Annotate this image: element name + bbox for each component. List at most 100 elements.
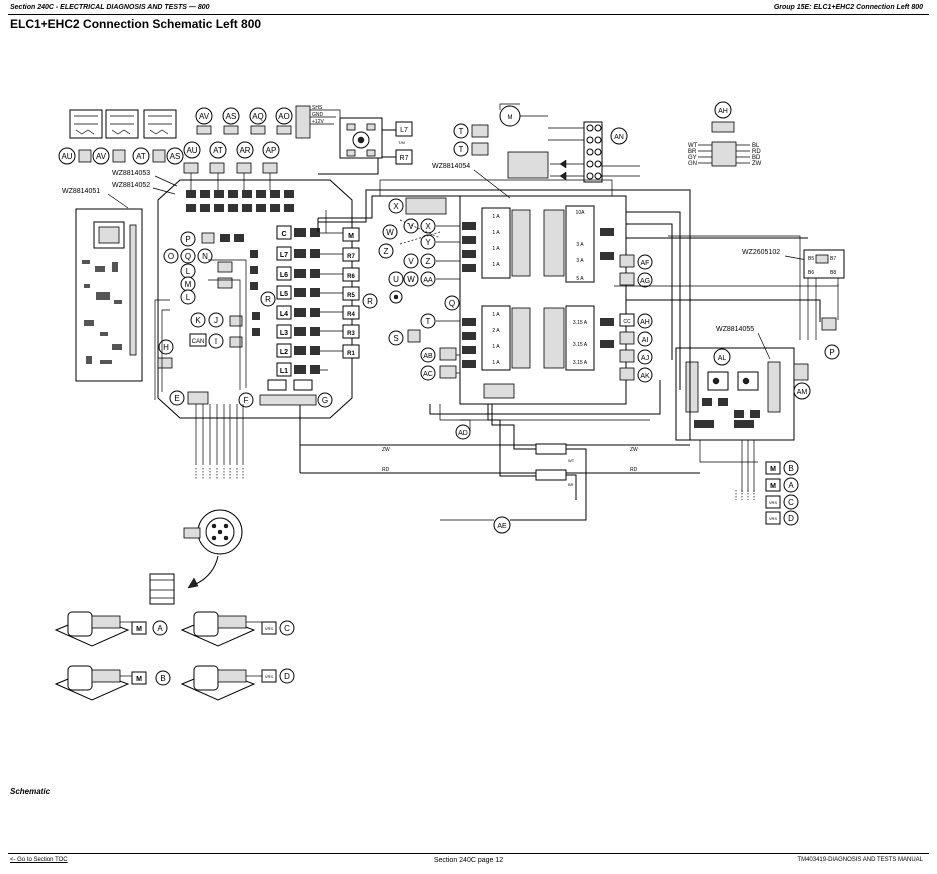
wire-id-wz8814054: WZ8814054	[432, 163, 470, 170]
label-b7: B7	[830, 256, 836, 262]
bubble-U: U	[393, 275, 399, 284]
bubble-AL: AL	[718, 355, 727, 362]
page-number: Section 240C page 12	[433, 857, 504, 864]
wz8814055-module: WZ8814055 AL A M	[675, 326, 811, 500]
bubble-O: O	[168, 252, 174, 261]
label-b8: B8	[830, 270, 836, 276]
bubble-Y: Y	[425, 238, 431, 247]
bubble-P-right: P	[829, 348, 834, 357]
ecu-terminals: C L7 L6 L5 L4 L3 L2 L1	[276, 225, 320, 377]
sensor-bubble-C: C	[788, 498, 794, 507]
terminal-L2: L2	[280, 349, 288, 356]
bubble-T-top1: T	[459, 127, 464, 136]
fuse-ul-1: 1 A	[492, 214, 500, 220]
color-wt: WT	[688, 143, 698, 149]
bubble-Z: Z	[384, 247, 389, 256]
relay-R4: R4	[347, 312, 355, 318]
relay-R7: R7	[347, 254, 355, 260]
bubble-AG: AG	[640, 278, 650, 285]
fuse-lr-3: 3.15 A	[573, 360, 588, 366]
harness-zw-1: ZW	[382, 447, 390, 453]
bubble-N: N	[202, 252, 208, 261]
bubble-H: H	[163, 343, 169, 352]
left-circuit-board: WZ8814051	[62, 188, 143, 382]
fuse-ul-4: 1 A	[492, 262, 500, 268]
sensor-label-m1: M	[770, 466, 776, 473]
bubble-V-2: V	[408, 257, 414, 266]
bubble-T-center: T	[426, 317, 431, 326]
label-can: CAN	[192, 339, 205, 345]
right-sensor-key: M B M A VRS C VRS D	[765, 460, 799, 526]
bubble-AA: AA	[423, 277, 433, 284]
bubble-S: S	[393, 334, 398, 343]
bubble-AS: AS	[226, 112, 237, 121]
wire-id-wz8814051: WZ8814051	[62, 188, 100, 195]
label-12v: +12V	[312, 119, 324, 125]
bubble-AU-l: AU	[61, 152, 72, 161]
wire-color-key: AH WT BR GY GN BL RD BD ZW	[688, 101, 762, 167]
wire-id-wz2605102: WZ2605102	[742, 249, 780, 256]
bubble-M: M	[185, 280, 192, 289]
bubble-W-2: W	[407, 275, 415, 284]
top-left-connectors	[69, 109, 177, 139]
bubble-Q-center: Q	[449, 299, 455, 308]
page-title: ELC1+EHC2 Connection Schematic Left 800	[10, 17, 262, 31]
bubble-K: K	[195, 316, 201, 325]
sensor-bubble-D: D	[788, 514, 794, 523]
bubble-J: J	[214, 316, 218, 325]
fuse-ll-2: 2 A	[492, 328, 500, 334]
go-to-toc-link[interactable]: <- Go to Section TOC	[10, 857, 68, 863]
bubble-AT: AT	[213, 146, 223, 155]
label-r7-top: R7	[400, 155, 409, 162]
color-bl: BL	[752, 143, 760, 149]
sensor-bubble-B: B	[788, 464, 793, 473]
bubble-AR: AR	[239, 146, 250, 155]
sensor-bubble-A: A	[788, 481, 794, 490]
harness-zw-2: ZW	[630, 447, 638, 453]
bottom-sensors: M A VRS C M B VRS D	[54, 611, 295, 701]
motor-assembly: M T T AN	[453, 103, 640, 183]
fuse-lr-2: 3.15 A	[573, 342, 588, 348]
relay-R5: R5	[347, 293, 355, 299]
bubble-X: X	[393, 202, 399, 211]
bubble-Q: Q	[185, 252, 191, 261]
terminal-L4: L4	[280, 311, 288, 318]
bubble-AB: AB	[423, 353, 433, 360]
wire-id-wz8814055: WZ8814055	[716, 326, 754, 333]
color-zw: ZW	[752, 161, 762, 167]
wz2605102-connector: WZ2605102 B5 B7 B6 B8 P	[742, 249, 845, 360]
bubble-AV-l: AV	[96, 152, 107, 161]
bubble-AQ: AQ	[252, 112, 264, 121]
label-gnd: GND	[312, 112, 324, 118]
ecu-board: WZ8814053 WZ8814052 C L7 L6 L5 L4 L3 L2 …	[112, 170, 430, 480]
bubble-AH-top: AH	[718, 108, 728, 115]
svg-text:M: M	[508, 115, 513, 121]
color-gn: GN	[688, 161, 697, 167]
footer-rule	[8, 853, 929, 854]
bubble-R: R	[265, 295, 271, 304]
bubble-AS-l: AS	[170, 152, 181, 161]
color-br: BR	[688, 149, 697, 155]
harness-rd-1: RD	[382, 467, 390, 473]
group-header: Group 15E: ELC1+EHC2 Connection Left 800	[773, 4, 923, 11]
sensor-vrs-c: VRS	[265, 626, 274, 631]
figure-caption: Schematic	[10, 787, 51, 796]
bottom-bubble-C: C	[284, 624, 290, 633]
sensor-label-m2: M	[770, 483, 776, 490]
section-header: Section 240C - ELECTRICAL DIAGNOSIS AND …	[10, 4, 210, 11]
rotary-connector	[149, 509, 243, 605]
fuse-module: WZ8814054 1 A 1 A 1 A 1 A 10A 3 A 3 A 5 …	[432, 163, 627, 405]
terminal-L6: L6	[280, 272, 288, 279]
main-harness: ZW ZW RD RD WT BR	[299, 179, 839, 521]
bubble-AH-mid: AH	[640, 319, 650, 326]
label-l7-top: L7	[400, 127, 408, 134]
header-rule	[8, 14, 929, 15]
bottom-bubble-D: D	[284, 672, 290, 681]
color-gy: GY	[688, 155, 697, 161]
bubble-E: E	[174, 394, 179, 403]
label-b5: B5	[808, 256, 814, 262]
fuse-ur-3: 3 A	[576, 258, 584, 264]
bubble-G: G	[322, 396, 328, 405]
bubble-AO: AO	[278, 112, 290, 121]
